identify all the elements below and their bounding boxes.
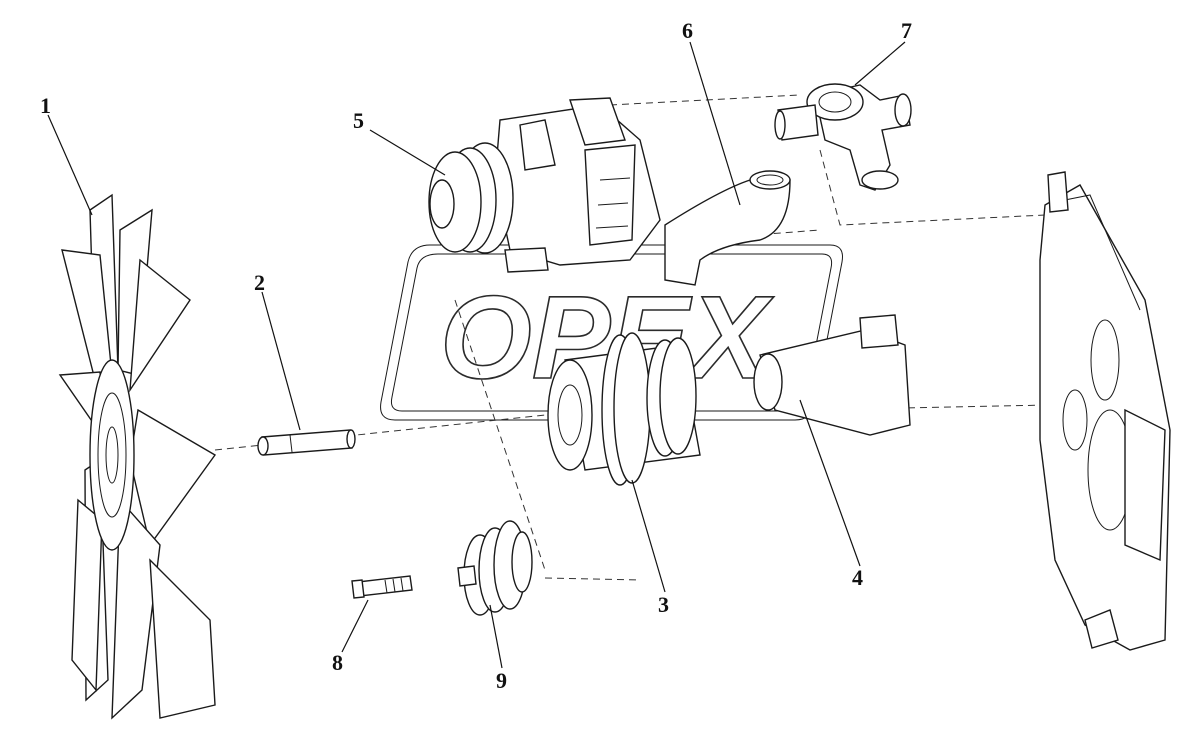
callout-3: 3	[658, 592, 669, 617]
part-crank-pulley	[457, 520, 533, 616]
part-outlet-pipe	[753, 314, 911, 436]
callout-6: 6	[682, 18, 693, 43]
callout-7: 7	[901, 18, 912, 43]
callout-9: 9	[496, 668, 507, 693]
part-pulley-assembly	[547, 332, 701, 486]
callout-1: 1	[40, 93, 51, 118]
part-bolt	[351, 575, 413, 599]
part-engine-cover	[1039, 171, 1171, 651]
callout-2: 2	[254, 270, 265, 295]
leader-lines	[47, 41, 906, 669]
part-spacer	[257, 429, 356, 456]
callouts: 1 2 3 4 5 6 7 8 9	[40, 18, 912, 693]
part-fan	[58, 193, 217, 720]
part-water-pump	[428, 97, 661, 273]
callout-4: 4	[852, 565, 863, 590]
callout-8: 8	[332, 650, 343, 675]
part-thermostat	[774, 83, 912, 191]
callout-5: 5	[353, 108, 364, 133]
part-hose	[664, 170, 791, 286]
